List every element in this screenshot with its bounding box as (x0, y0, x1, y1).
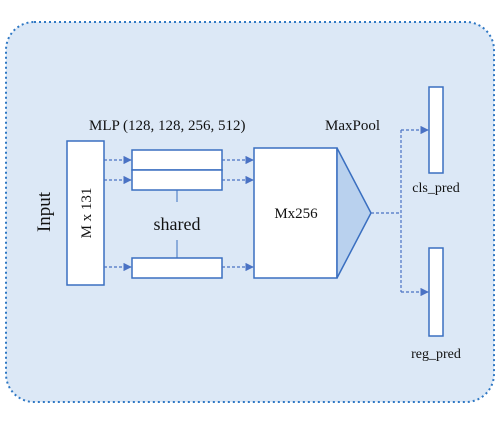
cls-pred-label: cls_pred (412, 181, 459, 196)
maxpool-label: MaxPool (325, 118, 380, 134)
feature-label: Mx256 (274, 206, 318, 222)
mlp-box-2 (131, 169, 223, 191)
diagram-panel (5, 21, 495, 403)
mlp-box-1 (131, 149, 223, 171)
input-label: Input (34, 191, 55, 232)
reg-pred-label: reg_pred (411, 347, 461, 362)
maxpool-funnel (336, 147, 372, 279)
feature-box (253, 147, 338, 279)
mlp-label: MLP (128, 128, 256, 512) (89, 118, 246, 134)
cls-pred-box (428, 86, 444, 174)
shared-label: shared (154, 214, 201, 234)
mlp-box-3 (131, 257, 223, 279)
input-dims-label: M x 131 (79, 188, 95, 239)
input-box (66, 140, 105, 286)
reg-pred-box (428, 247, 444, 337)
